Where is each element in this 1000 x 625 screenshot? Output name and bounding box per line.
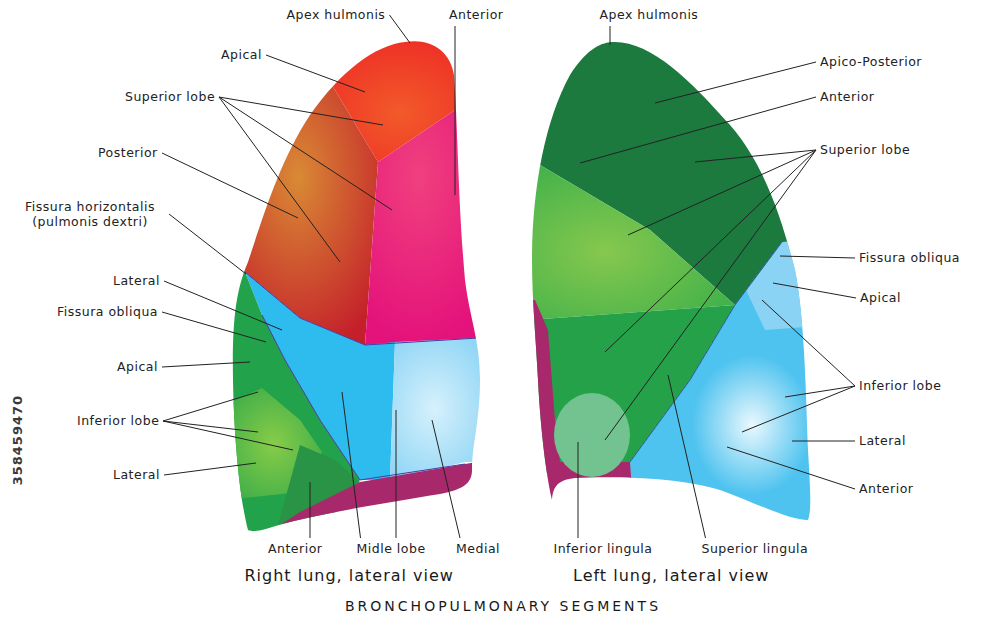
leader-line [162,153,298,218]
leader-line [342,392,361,538]
leader-line [162,362,250,367]
left-lung [500,0,900,600]
segment-label: Lateral [113,273,160,289]
right-lung [200,0,500,600]
segment-label: Fissura horizontalis (pulmonis dextri) [15,199,165,230]
segment-label: Inferior lobe [859,378,941,394]
lung-segment [365,105,500,345]
segment-label: Fissura obliqua [57,304,158,320]
segment-label: Inferior lingula [554,541,653,557]
segment-label: Superior lobe [125,89,215,105]
leader-line [266,55,365,92]
leader-line [580,97,816,163]
lung-segment [200,40,378,345]
segment-label: Fissura obliqua [859,250,960,266]
segment-label: Superior lingula [702,541,809,557]
lung-segment [390,338,500,480]
leader-line [163,421,258,432]
segment-label: Anterior [859,481,913,497]
leader-line [610,26,611,45]
lung-segment [630,240,900,560]
leader-line [164,463,256,475]
segment-label: Midle lobe [357,541,426,557]
segment-label: Lateral [113,467,160,483]
segment-label: Inferior lobe [77,413,159,429]
leader-line [219,97,340,262]
view-title: Right lung, lateral view [245,566,454,586]
leader-line [163,421,293,450]
leader-line [162,312,266,342]
leader-line [742,386,855,432]
fissure-line [630,242,782,462]
leader-line [169,214,246,274]
segment-label: Apex hulmonis [287,7,386,23]
segment-label: Medial [456,541,500,557]
segment-label: Superior lobe [820,142,910,158]
leader-line [780,256,855,258]
leader-line [605,150,816,352]
leader-line [219,97,383,125]
segment-label: Posterior [98,145,158,161]
lung-segment [554,393,630,477]
leader-line [668,375,706,538]
leader-line [390,15,411,43]
leader-line [762,300,855,386]
leader-line [655,62,816,103]
segment-label: Anterior [449,7,503,23]
leader-line [432,420,460,538]
leader-line [310,482,311,538]
lung-segment [200,272,360,560]
segment-label: Apical [117,359,158,375]
leader-line [578,442,579,538]
leader-line [163,392,258,421]
leader-line [396,410,397,538]
segment-label: Lateral [859,433,906,449]
segment-label: Anterior [268,541,322,557]
caption: BRONCHOPULMONARY SEGMENTS [345,598,661,616]
segment-label: Apex hulmonis [600,7,699,23]
view-title: Left lung, lateral view [573,566,769,586]
leader-line [773,283,856,298]
leader-line [628,150,816,235]
lung-segment [500,165,735,322]
segment-label: Apical [221,47,262,63]
segment-label: Apical [860,290,901,306]
segment-label: Apico-Posterior [820,54,922,70]
fissure-line [245,272,478,345]
fissure-line [262,315,465,480]
leader-line [785,386,855,397]
leader-line [792,441,855,442]
leader-line [455,26,456,195]
leader-line [164,281,282,330]
lung-segment [692,355,812,495]
leader-line [727,447,855,489]
segment-label: Anterior [820,89,874,105]
leader-line [605,150,816,440]
watermark-number: 358459470 [10,395,26,485]
leader-line [695,150,816,162]
lung-segment [240,458,500,600]
